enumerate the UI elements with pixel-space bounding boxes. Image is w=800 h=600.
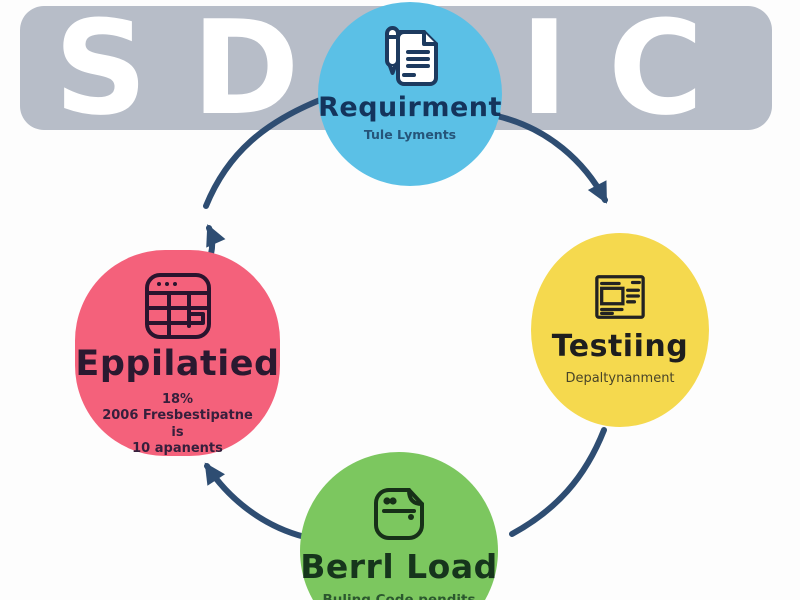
package-file-icon bbox=[374, 488, 424, 540]
node-deployment-stats: 18% 2006 Fresbestipatne is 10 apanents bbox=[102, 392, 253, 458]
document-pencil-icon bbox=[385, 26, 438, 86]
stat-line: 10 apanents bbox=[132, 441, 223, 457]
arrow-requirements-to-testing bbox=[494, 113, 608, 204]
arrow-build-to-deployment bbox=[204, 462, 308, 540]
background-word-left: SD bbox=[54, 0, 344, 144]
stat-line: 18% bbox=[161, 391, 194, 407]
arrow-deployment-stub bbox=[206, 224, 226, 257]
node-testing: Testiing Depaltynanment bbox=[531, 233, 709, 427]
node-requirements: Requirment Tule Lyments bbox=[318, 2, 502, 186]
line-testing-to-build bbox=[509, 427, 607, 537]
background-word-right: C bbox=[608, 0, 748, 144]
node-build-title: Berrl Load bbox=[300, 547, 498, 586]
node-requirements-title: Requirment bbox=[318, 92, 502, 123]
background-word-mid: I bbox=[520, 0, 613, 144]
arrow-deployment-to-requirements bbox=[203, 97, 323, 209]
browser-wireframe-icon bbox=[595, 275, 645, 319]
node-build-subtitle-line1: Buling Code pendits bbox=[322, 591, 476, 600]
stat-line: is bbox=[171, 424, 184, 440]
node-testing-subtitle: Depaltynanment bbox=[565, 370, 675, 386]
table-grid-icon bbox=[144, 273, 211, 339]
stat-line: 2006 Fresbestipatne bbox=[102, 408, 253, 424]
node-deployment: Eppilatied 18% 2006 Fresbestipatne is 10… bbox=[75, 250, 280, 456]
node-build-subtitle: Buling Code pendits und conments bbox=[322, 592, 475, 600]
node-requirements-subtitle: Tule Lyments bbox=[363, 127, 457, 143]
node-deployment-title: Eppilatied bbox=[75, 344, 280, 384]
node-testing-title: Testiing bbox=[551, 329, 689, 364]
node-build: Berrl Load Buling Code pendits und conme… bbox=[300, 452, 498, 600]
